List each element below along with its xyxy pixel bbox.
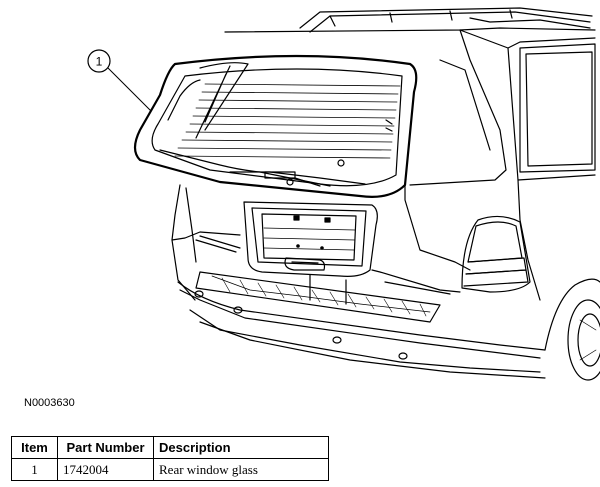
cell-part-number: 1742004	[57, 458, 154, 481]
license-plate-pocket	[243, 201, 378, 277]
callout-number: 1	[96, 55, 103, 69]
header-part-number: Part Number	[57, 436, 154, 459]
liftgate	[409, 29, 507, 186]
rear-bumper	[177, 271, 546, 379]
header-item: Item	[11, 436, 58, 459]
figure-id: N0003630	[24, 397, 75, 409]
table-header-row: Item Part Number Description	[11, 436, 329, 459]
tail-lamp	[461, 215, 531, 293]
vehicle-body	[171, 27, 596, 301]
callout-1: 1	[87, 49, 151, 111]
header-description: Description	[153, 436, 329, 459]
rear-wheel	[544, 278, 600, 381]
cell-item: 1	[11, 458, 58, 481]
rear-window-illustration: 1	[87, 7, 600, 381]
cell-description: Rear window glass	[153, 458, 329, 481]
parts-table: Item Part Number Description 1 1742004 R…	[11, 436, 329, 481]
table-row: 1 1742004 Rear window glass	[11, 458, 329, 481]
rear-window-glass	[133, 54, 418, 198]
roof-rack	[299, 7, 593, 33]
